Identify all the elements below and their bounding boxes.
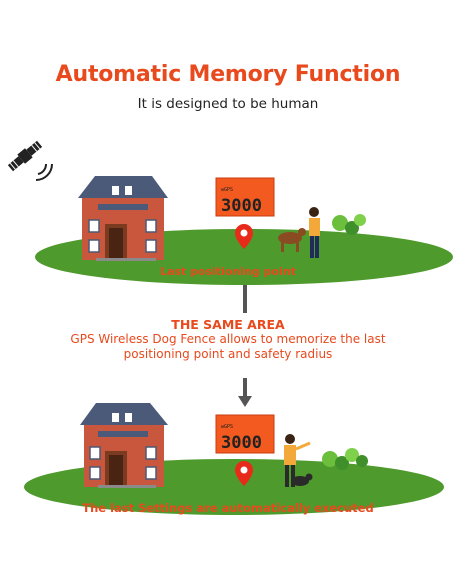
bushes <box>322 448 368 470</box>
location-pin-icon <box>235 461 253 486</box>
display-value: 3000 <box>221 196 262 216</box>
svg-text:wGPS: wGPS <box>221 187 233 193</box>
house-icon <box>78 176 168 261</box>
arrow-down-icon <box>238 378 252 407</box>
page-subtitle: It is designed to be human <box>137 96 319 112</box>
collar-display: wGPS 3000 <box>215 177 275 217</box>
person-with-dog <box>284 434 313 487</box>
scene-top: wGPS 3000 <box>35 176 453 285</box>
svg-text:wGPS: wGPS <box>221 424 233 430</box>
satellite-icon <box>7 140 53 181</box>
location-pin-icon <box>235 224 253 249</box>
scene-bottom: wGPS 3000 <box>24 403 444 515</box>
collar-display: wGPS 3000 <box>215 414 275 454</box>
bushes <box>332 214 366 235</box>
same-area-heading: THE SAME AREA <box>171 317 285 332</box>
connector-line <box>243 285 247 313</box>
scene-top-caption: Last positioning point <box>160 265 296 278</box>
same-area-description: GPS Wireless Dog Fence allows to memoriz… <box>70 332 386 361</box>
person-with-dog <box>278 207 320 258</box>
page-title: Automatic Memory Function <box>55 62 401 87</box>
scene-bottom-caption: The last Settings are automatically exec… <box>82 501 374 515</box>
display-value: 3000 <box>221 433 262 453</box>
house-icon <box>80 403 168 488</box>
